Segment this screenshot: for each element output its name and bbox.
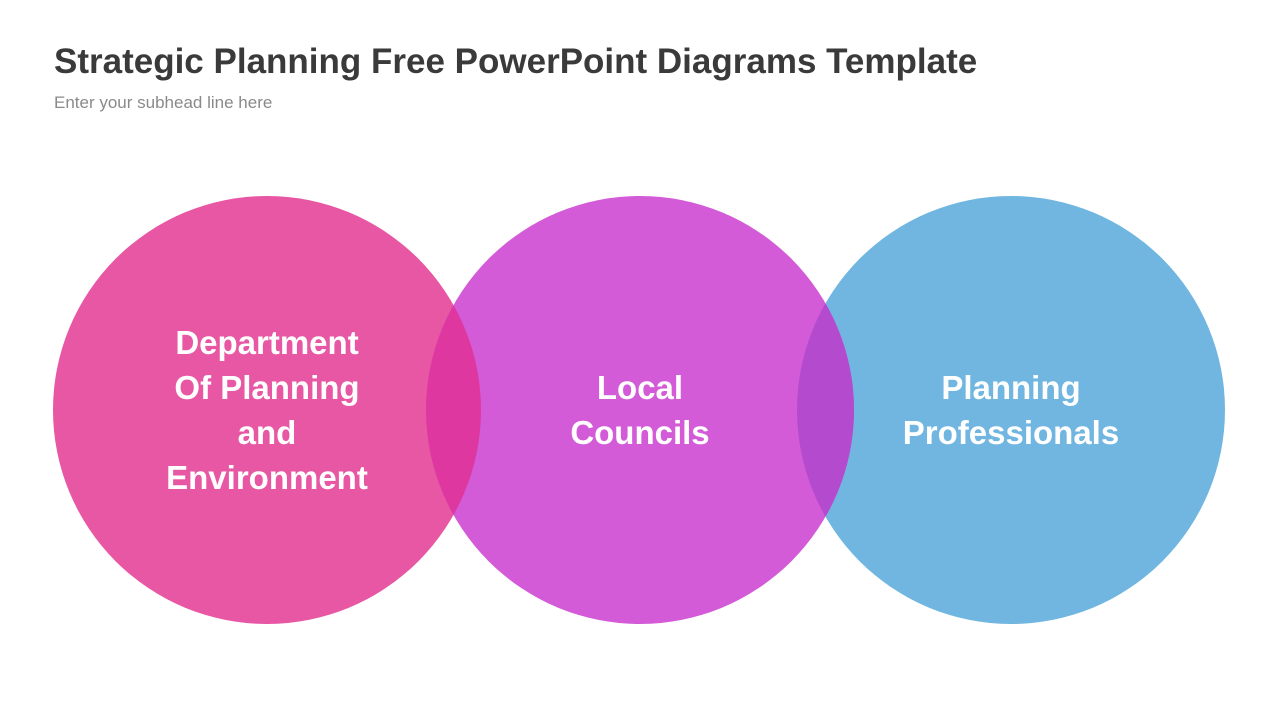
- page-subtitle: Enter your subhead line here: [54, 93, 273, 112]
- label-local-councils: Local Councils: [490, 365, 790, 455]
- page-title: Strategic Planning Free PowerPoint Diagr…: [54, 42, 978, 81]
- circle-department: [53, 196, 481, 624]
- label-line: Environment: [166, 459, 368, 496]
- circle-professionals: [797, 196, 1225, 624]
- label-line: Local: [596, 369, 684, 406]
- label-professionals: Planning Professionals: [861, 365, 1161, 455]
- label-line: Of Planning: [174, 369, 360, 406]
- circle-local-councils: [426, 196, 854, 624]
- label-line: and: [237, 414, 297, 451]
- label-department: Department Of Planning and Environment: [117, 320, 417, 500]
- label-line: Planning: [941, 369, 1081, 406]
- label-line: Professionals: [902, 414, 1120, 451]
- label-line: Department: [175, 324, 359, 361]
- label-line: Councils: [570, 414, 710, 451]
